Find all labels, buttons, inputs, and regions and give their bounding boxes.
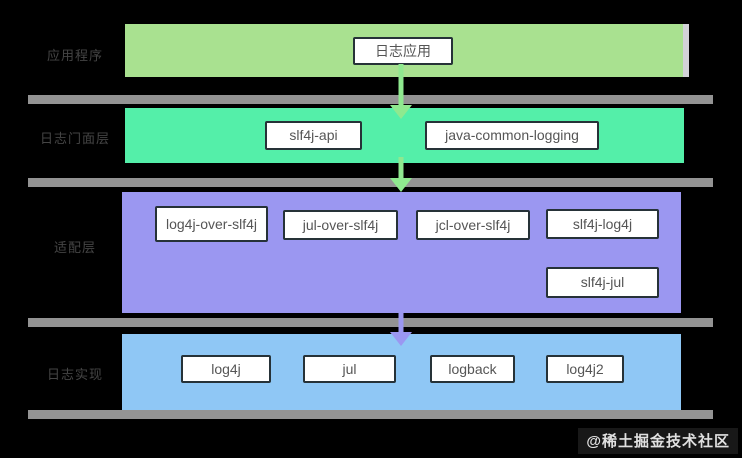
box-log-application: 日志应用 <box>353 37 453 65</box>
box-jul: jul <box>303 355 396 383</box>
separator-bar <box>28 410 713 419</box>
separator-bar <box>28 178 713 187</box>
box-slf4j-log4j: slf4j-log4j <box>546 209 659 239</box>
down-arrow-icon <box>390 305 412 346</box>
side-label-implementation: 日志实现 <box>46 367 103 382</box>
separator-bar <box>28 318 713 327</box>
box-logback: logback <box>430 355 515 383</box>
separator-bar <box>28 95 713 104</box>
box-log4j: log4j <box>181 355 271 383</box>
box-log4j-over-slf4j: log4j-over-slf4j <box>155 206 268 242</box>
box-jcl-over-slf4j: jcl-over-slf4j <box>416 210 530 240</box>
side-label-adapter: 适配层 <box>53 240 96 255</box>
box-java-common-logging: java-common-logging <box>425 121 599 150</box>
box-jul-over-slf4j: jul-over-slf4j <box>283 210 398 240</box>
side-label-facade: 日志门面层 <box>39 131 110 146</box>
side-label-application: 应用程序 <box>46 48 103 63</box>
juejin-watermark: @稀土掘金技术社区 <box>578 428 738 454</box>
box-slf4j-jul: slf4j-jul <box>546 267 659 298</box>
box-slf4j-api: slf4j-api <box>265 121 362 150</box>
box-log4j2: log4j2 <box>546 355 624 383</box>
down-arrow-icon <box>390 157 412 192</box>
down-arrow-icon <box>390 64 412 119</box>
